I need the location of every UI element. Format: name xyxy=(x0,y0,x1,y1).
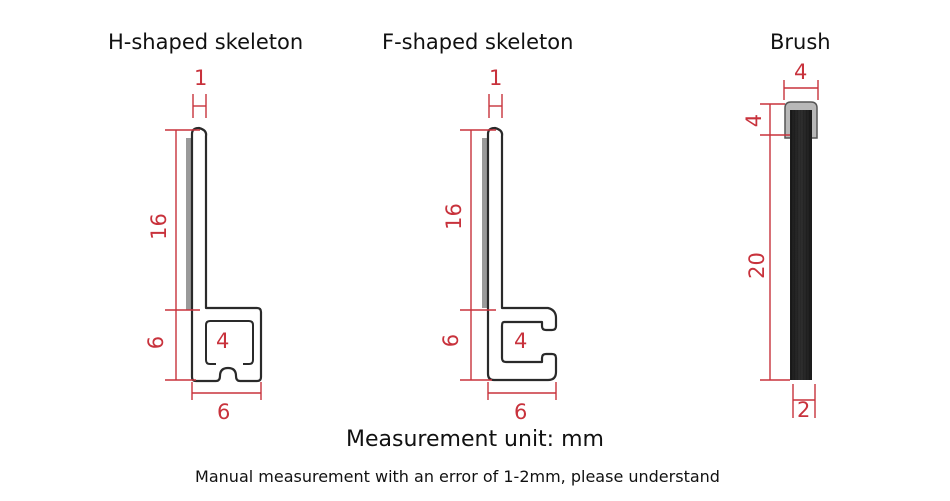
f-base-width-label: 6 xyxy=(514,400,528,424)
brush-bottom-width-label: 2 xyxy=(797,398,811,422)
h-profile-outline xyxy=(190,126,263,383)
h-shading-strip xyxy=(186,138,191,310)
h-height-upper-label: 16 xyxy=(146,213,171,240)
f-skeleton-title: F-shaped skeleton xyxy=(382,30,574,54)
h-height-lower-label: 6 xyxy=(144,335,169,350)
f-height-upper-label: 16 xyxy=(441,203,466,230)
h-base-width-label: 6 xyxy=(217,400,231,424)
f-inner-width-label: 4 xyxy=(514,329,528,353)
f-shading-strip xyxy=(482,138,487,308)
brush-profile xyxy=(784,101,818,380)
f-height-lower-label: 6 xyxy=(439,333,464,348)
f-dimensions xyxy=(460,94,557,400)
brush-dimensions xyxy=(760,80,819,418)
brush-cap-height-label: 4 xyxy=(742,113,767,128)
h-dimensions xyxy=(165,94,262,400)
h-skeleton-title: H-shaped skeleton xyxy=(108,30,304,54)
h-skeleton-profile xyxy=(186,126,263,383)
brush-top-width-label: 4 xyxy=(794,60,808,84)
f-thickness-label: 1 xyxy=(489,66,503,90)
h-thickness-label: 1 xyxy=(194,66,208,90)
f-skeleton-profile xyxy=(482,126,558,382)
brush-bristle-height-label: 20 xyxy=(744,252,769,279)
f-profile-outline xyxy=(486,126,558,382)
brush-title: Brush xyxy=(770,30,831,54)
h-inner-width-label: 4 xyxy=(216,329,230,353)
measurement-note: Manual measurement with an error of 1-2m… xyxy=(195,467,720,486)
measurement-unit: Measurement unit: mm xyxy=(346,427,604,452)
h-inner-channel xyxy=(205,320,254,365)
